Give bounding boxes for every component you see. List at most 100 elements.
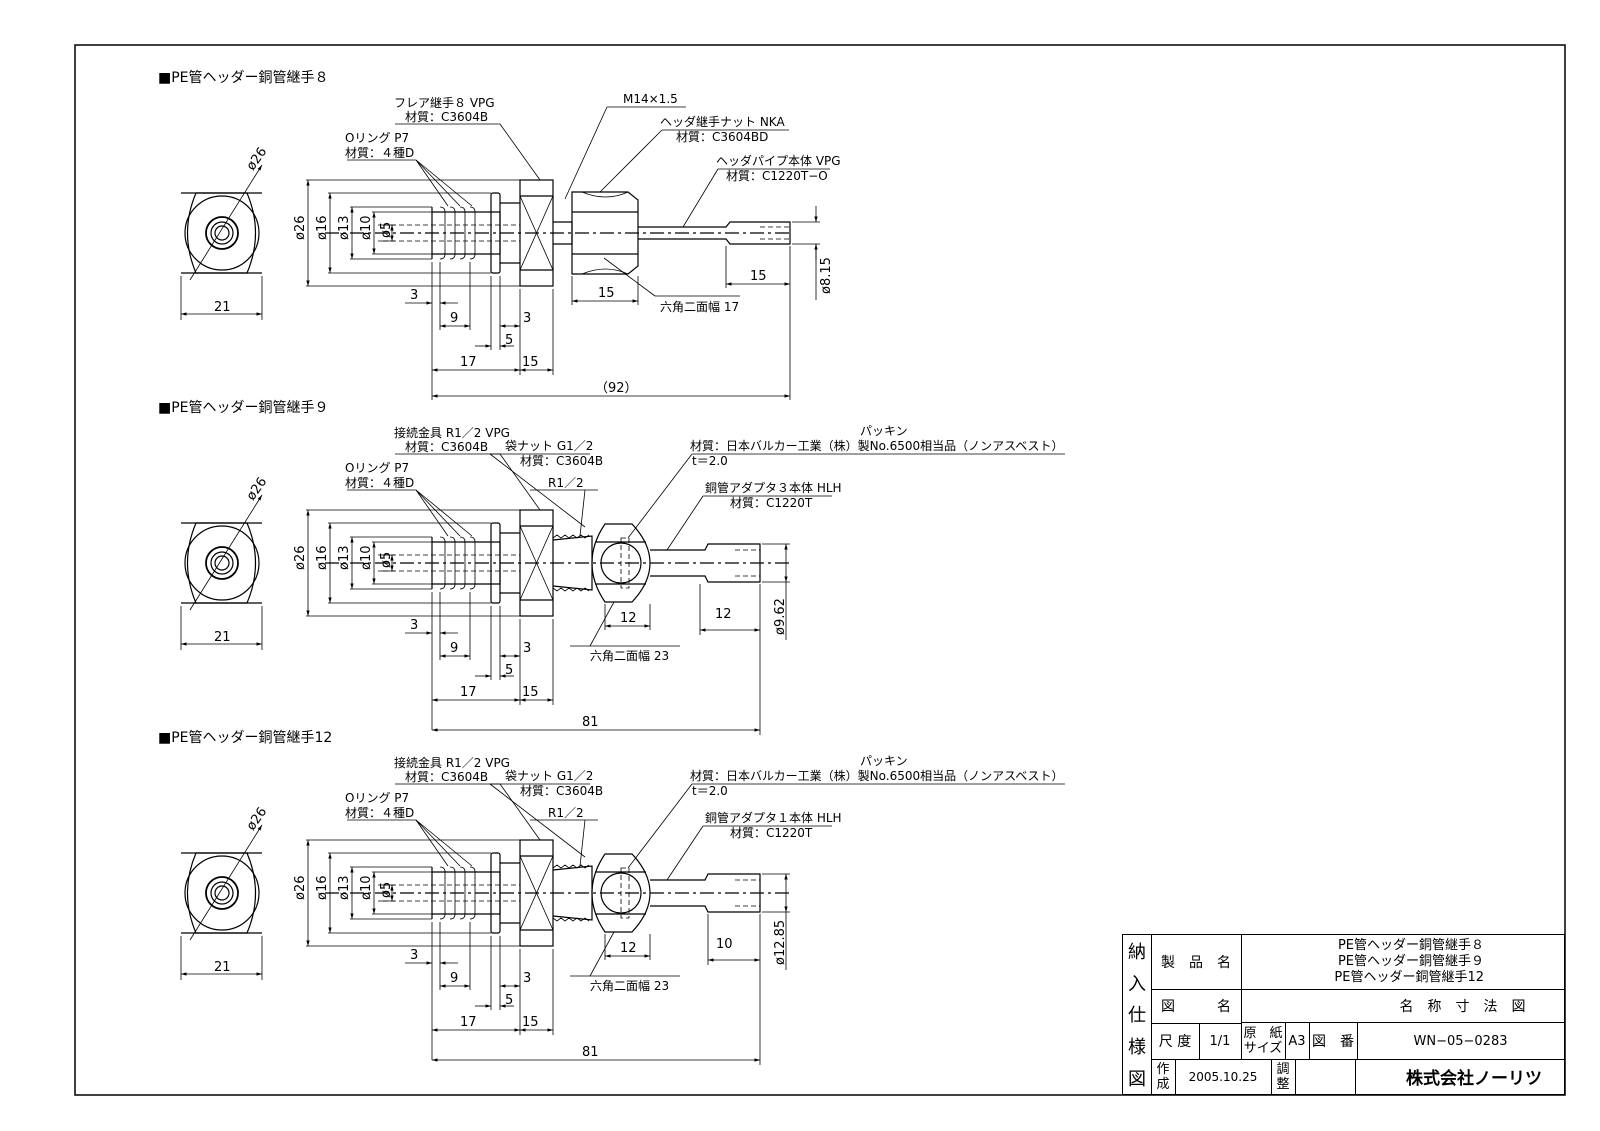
dim-l3a: 3	[410, 618, 418, 633]
fitting-body	[325, 179, 790, 287]
d3-dim-l12a: 12	[620, 941, 637, 956]
dim-l3b: 3	[523, 311, 531, 326]
scale-label: 尺 度	[1151, 1023, 1200, 1060]
dim-l3a: 3	[410, 948, 418, 963]
side-char-5: 図	[1128, 1069, 1146, 1091]
d2-dim-l12b: 12	[715, 607, 732, 622]
end-view-width: 21	[214, 630, 231, 645]
leader-lines-left	[347, 783, 541, 867]
d1-dim-total: （92）	[595, 381, 638, 396]
dim-l17: 17	[460, 685, 477, 700]
dim-d5: ø5	[379, 552, 394, 568]
diameter-dimensions	[306, 509, 520, 617]
oring-material: 材質：４種D	[345, 475, 414, 490]
d1-thread: M14×1.5	[623, 92, 678, 106]
drawing-number: WN−05−0283	[1357, 1023, 1564, 1060]
product-label: 製 品 名	[1151, 935, 1242, 990]
dim-l17: 17	[460, 1015, 477, 1030]
dim-l5: 5	[505, 663, 513, 678]
fitting-material: 材質：C3604B	[405, 769, 488, 784]
fitting-name: フレア継手８ VPG	[394, 95, 495, 110]
side-char-4: 様	[1128, 1037, 1146, 1059]
dim-l15a: 15	[522, 355, 539, 370]
dim-l3b: 3	[523, 971, 531, 986]
dim-l5: 5	[505, 333, 513, 348]
dim-d26: ø26	[293, 216, 308, 241]
dim-l17: 17	[460, 355, 477, 370]
d2-pipe-material: 材質：C1220T	[730, 495, 813, 510]
paper-label-2: サイズ	[1243, 1041, 1283, 1056]
length-dimensions	[405, 922, 554, 1060]
d1-dim-tip: ø8.15	[819, 257, 834, 294]
d2-packing-thickness: t＝2.0	[692, 454, 728, 468]
made-date: 2005.10.25	[1175, 1059, 1272, 1094]
d3-dim-tip: ø12.85	[773, 920, 788, 965]
bag-nut-parts	[432, 453, 1065, 735]
section-heading: ■PE管ヘッダー銅管継手８	[158, 70, 329, 86]
drawing-1-parts	[432, 106, 830, 400]
dim-d13: ø13	[337, 876, 352, 901]
made-label-2: 成	[1156, 1076, 1170, 1092]
dim-l3a: 3	[410, 288, 418, 303]
length-dimensions	[405, 262, 554, 400]
end-view-diameter: ø26	[244, 805, 270, 834]
d2-dim-l12a: 12	[620, 611, 637, 626]
side-char-3: 仕	[1128, 1005, 1146, 1027]
made-label: 作 成	[1151, 1059, 1176, 1094]
d1-nut-name: ヘッダ継手ナット NKA	[660, 114, 785, 129]
dim-l3b: 3	[523, 641, 531, 656]
side-char-1: 納	[1128, 941, 1146, 963]
section-heading: ■PE管ヘッダー銅管継手９	[158, 400, 329, 416]
fitting-drawing: ■PE管ヘッダー銅管継手８ ø26 21	[158, 70, 790, 400]
leader-lines-left	[347, 123, 541, 207]
dim-l5: 5	[505, 993, 513, 1008]
d3-packing-thickness: t＝2.0	[692, 784, 728, 798]
dim-d5: ø5	[379, 222, 394, 238]
dim-d10: ø10	[359, 876, 374, 901]
d2-nut-name: 袋ナット G1／2	[505, 439, 593, 453]
title-block: 納 入 仕 様 図 製 品 名 PE管ヘッダー銅管継手８ PE管ヘッダー銅管継手…	[1122, 934, 1565, 1095]
d3-packing-material: 材質：日本バルカー工業（株）製No.6500相当品（ノンアスベスト）	[690, 768, 1064, 783]
oring-name: Oリング P7	[345, 791, 409, 805]
dim-l9: 9	[450, 311, 458, 326]
paper-value: A3	[1285, 1023, 1310, 1060]
d2-dim-total: 81	[582, 715, 599, 730]
fitting-body	[325, 839, 790, 947]
product-name-1: PE管ヘッダー銅管継手８	[1337, 938, 1484, 953]
dim-l15a: 15	[522, 1015, 539, 1030]
fitting-drawing: ■PE管ヘッダー銅管継手９ ø26 21	[158, 400, 790, 730]
end-view-diameter: ø26	[244, 145, 270, 174]
d1-pipe-name: ヘッダパイプ本体 VPG	[716, 153, 841, 168]
d2-thread: R1／2	[548, 476, 584, 490]
dim-l15a: 15	[522, 685, 539, 700]
product-name-3: PE管ヘッダー銅管継手12	[1334, 970, 1484, 985]
d3-pipe-name: 銅管アダプタ１本体 HLH	[705, 810, 842, 825]
d3-hex: 六角二面幅 23	[590, 978, 669, 993]
paper-label: 原 紙 サイズ	[1241, 1023, 1286, 1060]
fitting-name: 接続金具 R1／2 VPG	[394, 755, 510, 770]
d2-packing-material: 材質：日本バルカー工業（株）製No.6500相当品（ノンアスベスト）	[690, 438, 1064, 453]
check-label: 調 整	[1271, 1059, 1296, 1094]
number-label: 図 番	[1309, 1023, 1358, 1060]
dim-l9: 9	[450, 641, 458, 656]
d1-nut-material: 材質：C3604BD	[676, 129, 768, 144]
dim-d10: ø10	[359, 546, 374, 571]
end-view	[180, 824, 263, 980]
length-dimensions	[405, 592, 554, 730]
d2-hex: 六角二面幅 23	[590, 648, 669, 663]
product-name-2: PE管ヘッダー銅管継手９	[1337, 954, 1484, 969]
made-label-1: 作	[1156, 1061, 1170, 1077]
section-heading: ■PE管ヘッダー銅管継手12	[158, 730, 332, 746]
fitting-material: 材質：C3604B	[405, 439, 488, 454]
dim-d26: ø26	[293, 546, 308, 571]
d3-dim-l10: 10	[716, 937, 733, 952]
d1-dim-l15b: 15	[598, 286, 615, 301]
d3-dim-total: 81	[582, 1045, 599, 1060]
d2-dim-tip: ø9.62	[773, 598, 788, 635]
d2-packing-name: パッキン	[860, 424, 908, 438]
end-view-diameter: ø26	[244, 475, 270, 504]
fitting-name: 接続金具 R1／2 VPG	[394, 425, 510, 440]
d3-nut-name: 袋ナット G1／2	[505, 769, 593, 783]
d1-pipe-material: 材質：C1220T−O	[726, 168, 828, 183]
